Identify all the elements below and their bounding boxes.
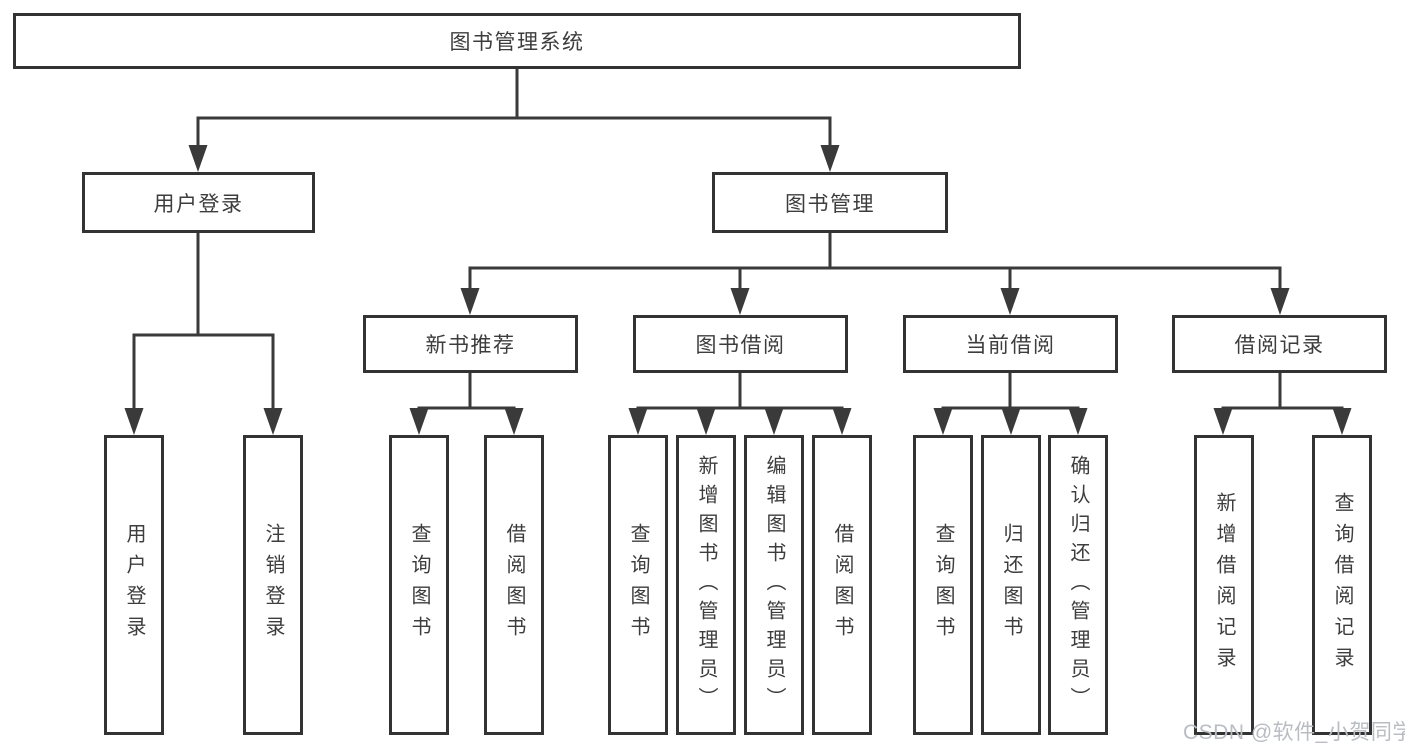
leaf-logout: 注销登录	[243, 435, 303, 735]
arrowhead-down-icon	[188, 145, 208, 172]
leaf-cb-confirm-return: 确认归还（管理员）	[1048, 435, 1108, 735]
node-book-management: 图书管理	[712, 172, 948, 233]
node-user-login-label: 用户登录	[153, 192, 244, 216]
leaf-logout-label: 注销登录	[262, 523, 284, 647]
arrowhead-down-icon	[1068, 408, 1088, 435]
watermark-text: CSDN @软件_小贺同学	[1183, 721, 1405, 744]
arrowhead-down-icon	[820, 145, 840, 172]
leaf-bb-edit-book-label: 编辑图书（管理员）	[763, 454, 785, 716]
arrowhead-down-icon	[933, 408, 953, 435]
arrowhead-down-icon	[1332, 408, 1352, 435]
node-book-borrow-label: 图书借阅	[695, 334, 786, 357]
arrowhead-down-icon	[124, 408, 144, 435]
leaf-br-query-record: 查询借阅记录	[1312, 435, 1372, 735]
leaf-rec-query-book-label: 查询图书	[408, 523, 430, 647]
arrowhead-down-icon	[1213, 408, 1233, 435]
leaf-br-add-record: 新增借阅记录	[1194, 435, 1254, 735]
arrowhead-down-icon	[832, 408, 852, 435]
leaf-cb-query-book-label: 查询图书	[932, 523, 954, 647]
leaf-bb-add-book: 新增图书（管理员）	[676, 435, 736, 735]
arrowhead-down-icon	[730, 288, 750, 315]
leaf-bb-edit-book: 编辑图书（管理员）	[744, 435, 804, 735]
arrowhead-down-icon	[409, 408, 429, 435]
leaf-rec-query-book: 查询图书	[389, 435, 449, 735]
arrowhead-down-icon	[628, 408, 648, 435]
leaf-bb-borrow-book: 借阅图书	[812, 435, 872, 735]
node-borrow-record-label: 借阅记录	[1234, 334, 1325, 357]
node-book-management-label: 图书管理	[785, 192, 875, 216]
leaf-cb-return-book: 归还图书	[981, 435, 1041, 735]
leaf-cb-return-book-label: 归还图书	[1000, 523, 1022, 647]
node-new-book-recommend-label: 新书推荐	[425, 334, 516, 357]
node-root-label: 图书管理系统	[449, 31, 585, 54]
leaf-cb-confirm-return-label: 确认归还（管理员）	[1067, 454, 1089, 716]
leaf-rec-borrow-book-label: 借阅图书	[503, 523, 525, 647]
arrowhead-down-icon	[1001, 408, 1021, 435]
node-user-login: 用户登录	[82, 172, 315, 233]
leaf-bb-add-book-label: 新增图书（管理员）	[695, 454, 717, 716]
leaf-bb-query-book: 查询图书	[608, 435, 668, 735]
arrowhead-down-icon	[764, 408, 784, 435]
node-current-borrow-label: 当前借阅	[965, 334, 1056, 357]
node-root: 图书管理系统	[13, 13, 1021, 69]
leaf-user-login: 用户登录	[104, 435, 164, 735]
leaf-bb-borrow-book-label: 借阅图书	[831, 523, 853, 647]
leaf-user-login-label: 用户登录	[123, 523, 145, 647]
arrowhead-down-icon	[1270, 288, 1290, 315]
node-new-book-recommend: 新书推荐	[363, 315, 578, 373]
leaf-rec-borrow-book: 借阅图书	[484, 435, 544, 735]
arrowhead-down-icon	[696, 408, 716, 435]
arrowhead-down-icon	[460, 288, 480, 315]
node-book-borrow: 图书借阅	[633, 315, 848, 373]
arrowhead-down-icon	[504, 408, 524, 435]
leaf-cb-query-book: 查询图书	[913, 435, 973, 735]
arrowhead-down-icon	[263, 408, 283, 435]
arrowhead-down-icon	[1000, 288, 1020, 315]
leaf-br-add-record-label: 新增借阅记录	[1213, 492, 1235, 678]
leaf-br-query-record-label: 查询借阅记录	[1331, 492, 1353, 678]
node-current-borrow: 当前借阅	[903, 315, 1118, 373]
node-borrow-record: 借阅记录	[1172, 315, 1387, 373]
leaf-bb-query-book-label: 查询图书	[627, 523, 649, 647]
